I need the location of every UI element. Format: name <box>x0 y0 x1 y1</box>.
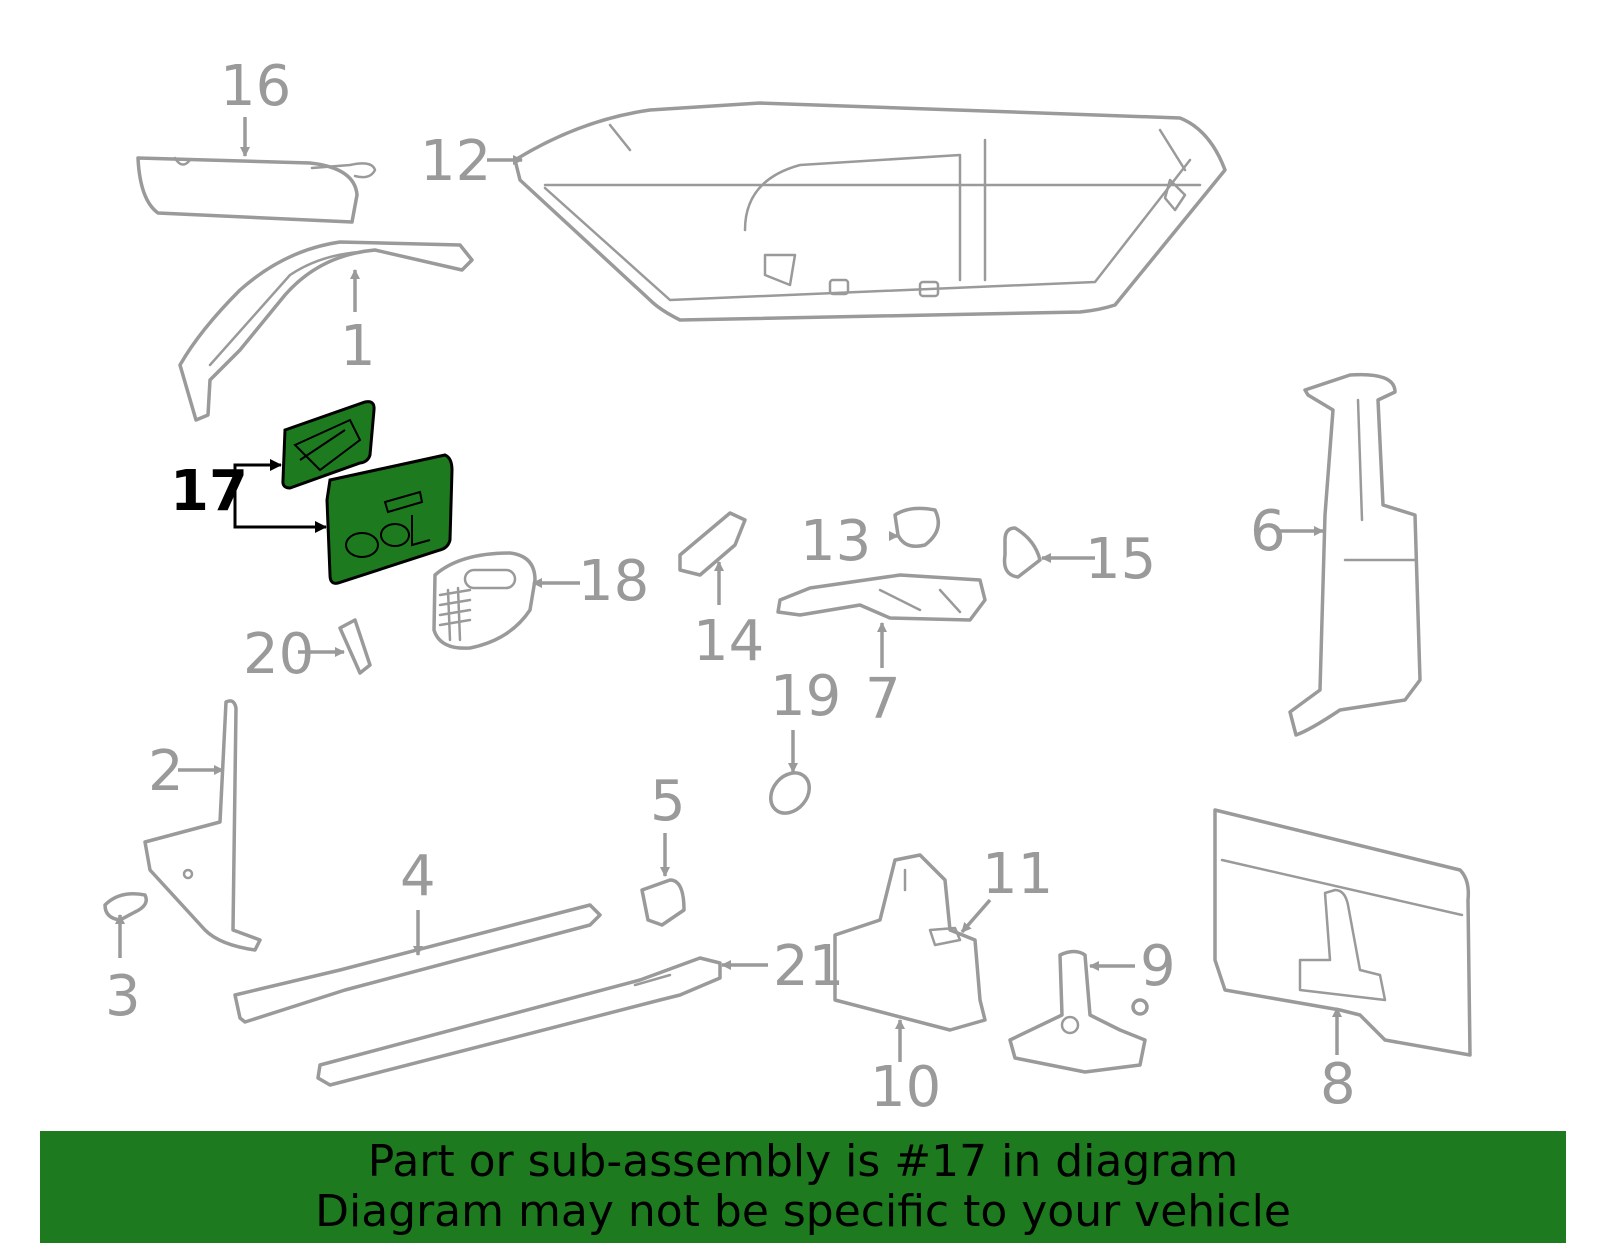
back-panel-trim-part[interactable] <box>1213 808 1472 1057</box>
callout-12: 12 <box>420 129 491 194</box>
callout-10: 10 <box>870 1055 941 1120</box>
callout-6: 6 <box>1250 499 1286 564</box>
callout-3: 3 <box>105 964 141 1029</box>
headliner-part[interactable] <box>513 101 1227 322</box>
callout-15: 15 <box>1085 527 1156 592</box>
latch-part[interactable] <box>1008 949 1149 1074</box>
part-info-banner: Part or sub-assembly is #17 in diagram D… <box>40 1131 1566 1243</box>
callout-14: 14 <box>693 609 764 674</box>
bulb-19-part[interactable] <box>763 765 817 821</box>
callout-1: 1 <box>340 314 376 379</box>
banner-line-2: Diagram may not be specific to your vehi… <box>315 1186 1291 1237</box>
grab-handle-part[interactable] <box>776 573 987 622</box>
callout-arrows <box>115 117 1342 1062</box>
clip-15-part[interactable] <box>1002 526 1042 579</box>
callout-17: 17 <box>170 459 248 524</box>
sun-visor-part[interactable] <box>136 156 377 224</box>
console-panel-lower-highlighted-part[interactable] <box>325 453 454 585</box>
push-pin-part[interactable] <box>103 892 148 922</box>
bracket-part[interactable] <box>678 511 747 577</box>
cowl-side-trim-part[interactable] <box>143 699 262 952</box>
callout-19: 19 <box>770 664 841 729</box>
dome-lamp-lens-part[interactable] <box>432 551 537 650</box>
fastener-13-part[interactable] <box>893 506 941 548</box>
callout-5: 5 <box>650 769 686 834</box>
callout-7: 7 <box>865 667 901 732</box>
banner-line-1: Part or sub-assembly is #17 in diagram <box>367 1136 1239 1187</box>
console-panel-upper-highlighted-part[interactable] <box>281 400 376 490</box>
callout-11: 11 <box>982 842 1053 907</box>
callout-8: 8 <box>1320 1052 1356 1117</box>
callout-4: 4 <box>400 844 436 909</box>
callout-18: 18 <box>578 549 649 614</box>
callout-21: 21 <box>773 934 844 999</box>
windshield-pillar-trim-part[interactable] <box>178 240 474 422</box>
rear-console-part[interactable] <box>833 853 987 1032</box>
b-pillar-trim-part[interactable] <box>1288 372 1422 737</box>
clip-5-part[interactable] <box>640 878 686 927</box>
callout-16: 16 <box>220 54 291 119</box>
bulb-part[interactable] <box>338 618 372 675</box>
scuff-plate-part[interactable] <box>233 903 602 1024</box>
callout-9: 9 <box>1140 934 1176 999</box>
callout-13: 13 <box>800 509 871 574</box>
sill-plate-part[interactable] <box>316 956 722 1087</box>
callout-2: 2 <box>148 739 184 804</box>
callout-20: 20 <box>243 622 314 687</box>
